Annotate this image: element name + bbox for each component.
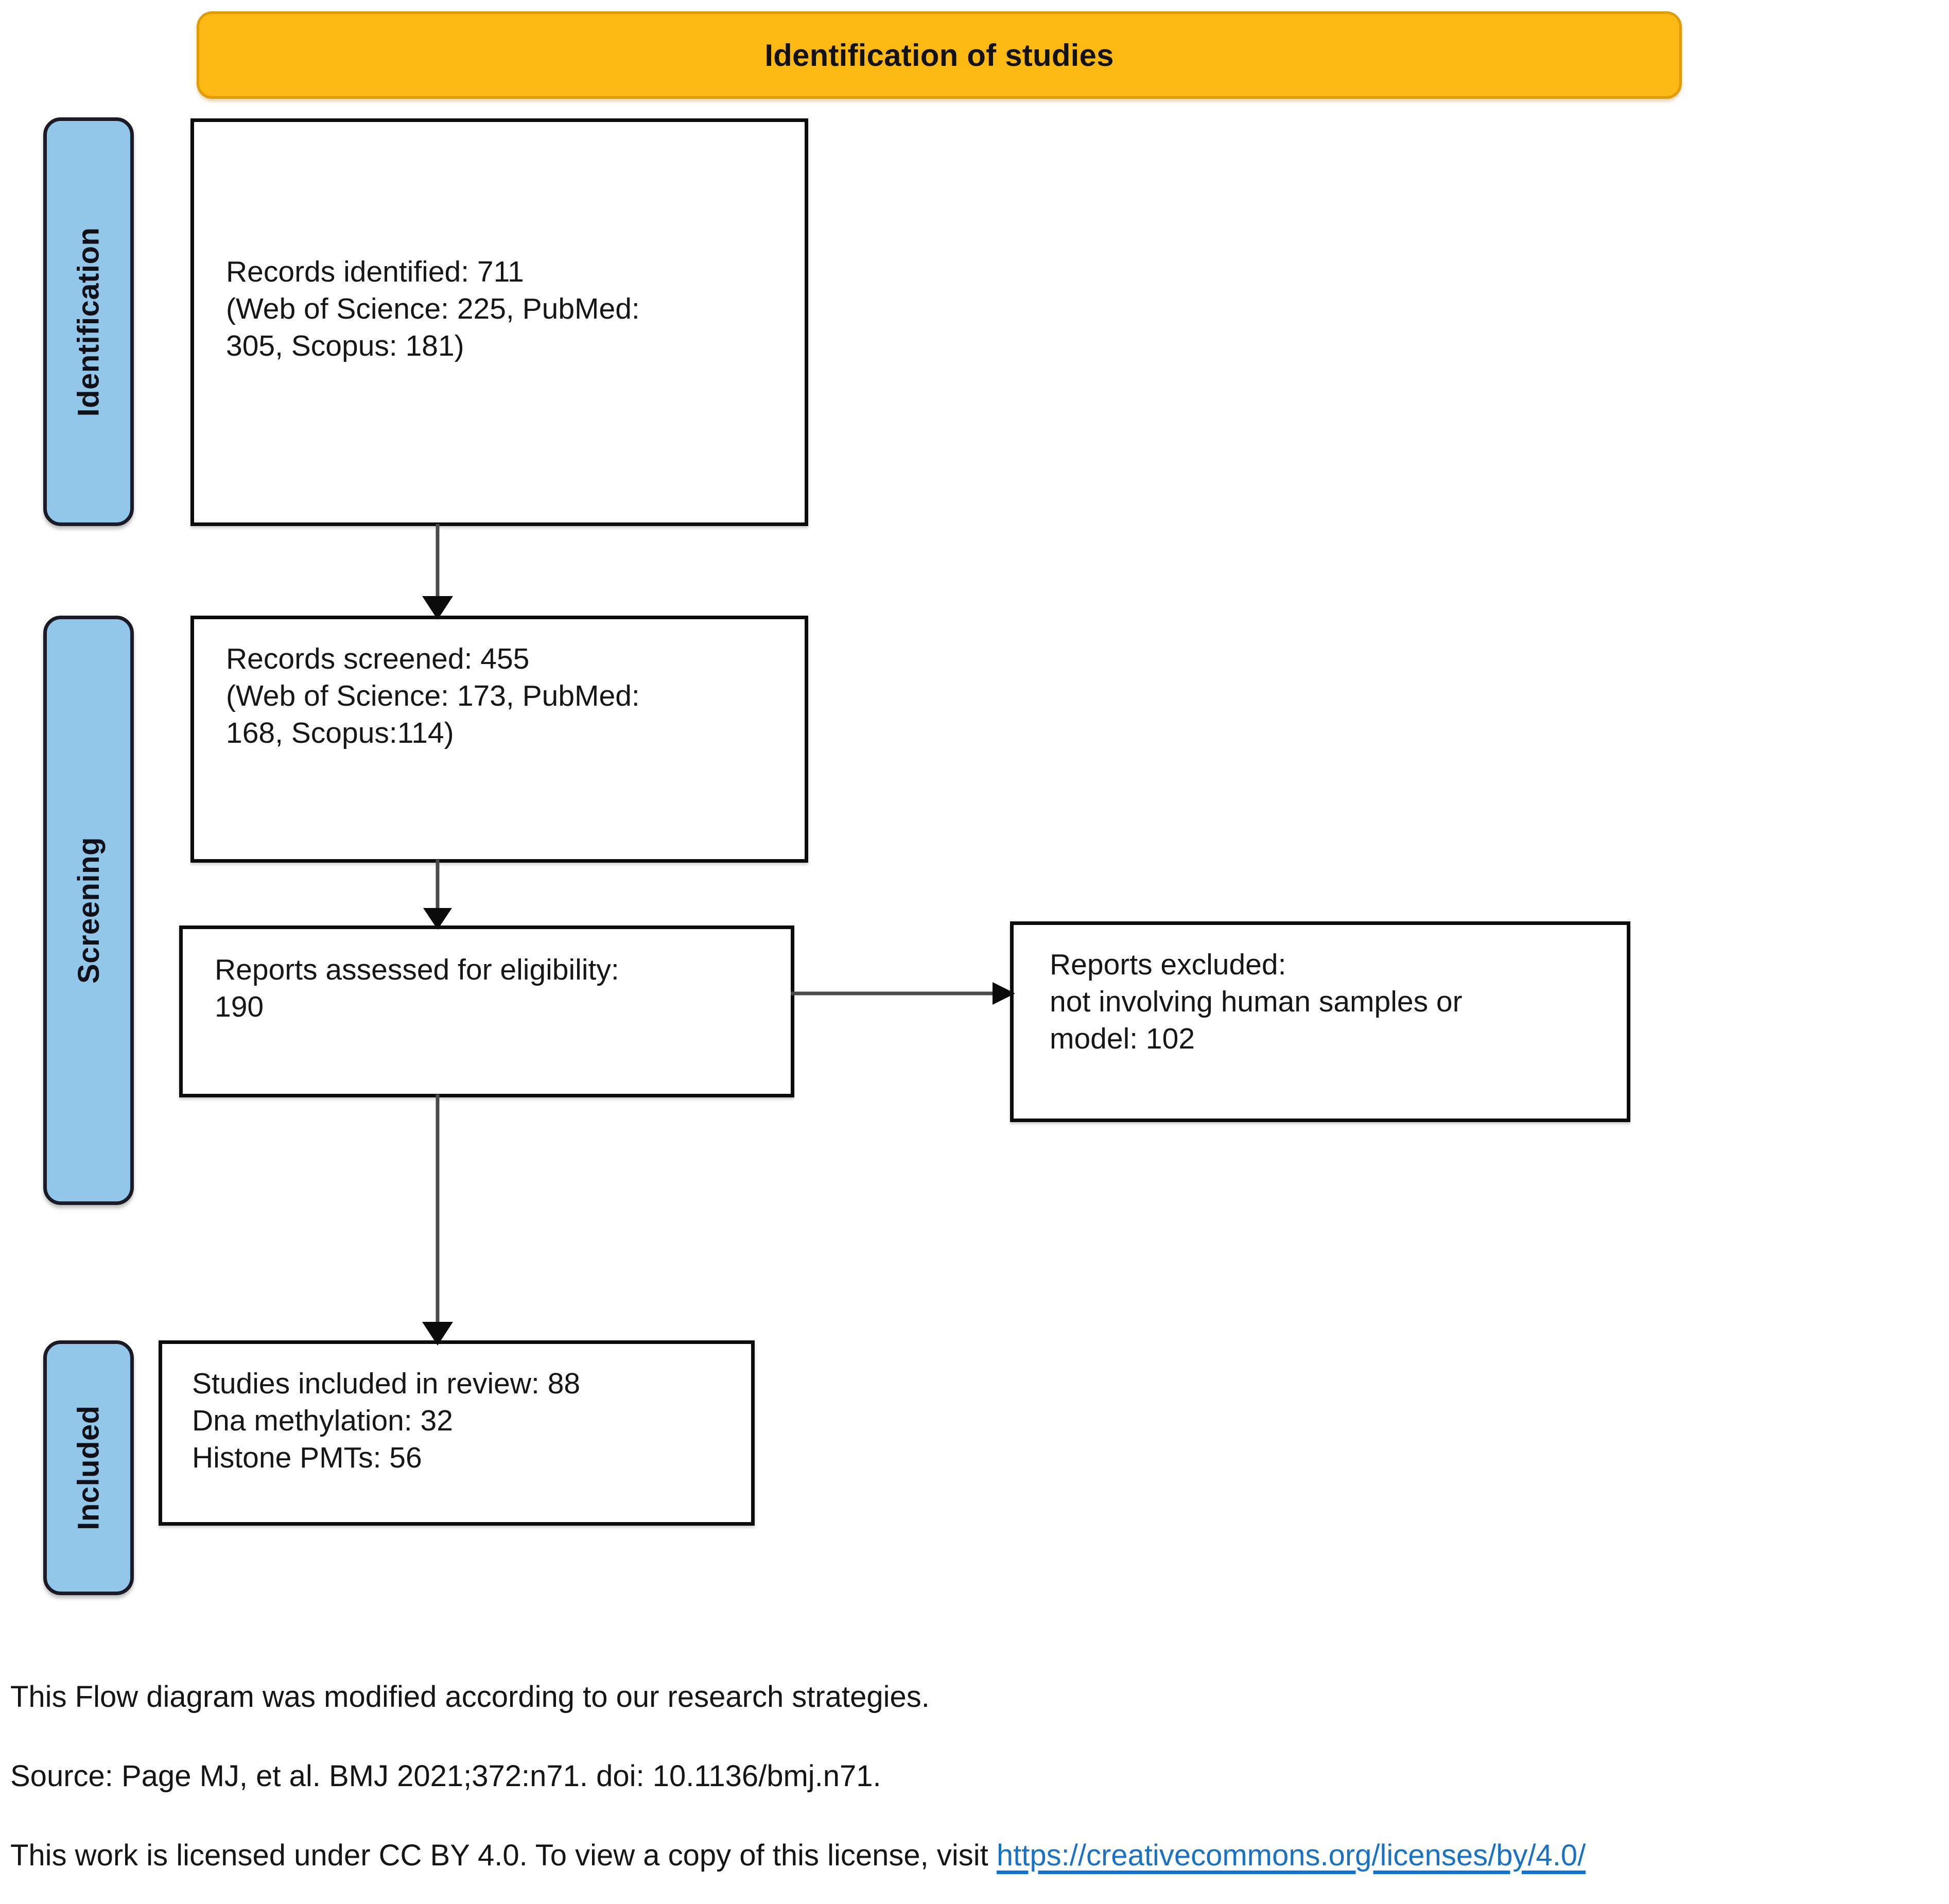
flow-box-reports-assessed-text: Reports assessed for eligibility: 190: [215, 953, 619, 1023]
stage-label-included: Included: [43, 1340, 134, 1595]
arrow-eligibility-to-included-icon: [422, 1094, 453, 1346]
footer-notes: This Flow diagram was modified according…: [10, 1682, 1946, 1871]
flow-box-studies-included: Studies included in review: 88 Dna methy…: [159, 1340, 755, 1526]
flow-box-records-identified-text: Records identified: 711 (Web of Science:…: [226, 255, 640, 362]
flow-box-records-screened-text: Records screened: 455 (Web of Science: 1…: [226, 642, 640, 749]
stage-label-identification: Identification: [43, 117, 134, 526]
stage-label-screening: Screening: [43, 616, 134, 1205]
flow-box-studies-included-text: Studies included in review: 88 Dna methy…: [192, 1367, 581, 1474]
page-title: Identification of studies: [764, 38, 1114, 73]
flow-box-records-identified: Records identified: 711 (Web of Science:…: [190, 118, 808, 526]
footer-note-license: This work is licensed under CC BY 4.0. T…: [10, 1841, 1946, 1871]
header-banner: Identification of studies: [197, 11, 1682, 99]
arrow-eligibility-to-excluded-icon: [791, 982, 1015, 1005]
footer-note-source: Source: Page MJ, et al. BMJ 2021;372:n71…: [10, 1759, 881, 1793]
creative-commons-license-link[interactable]: https://creativecommons.org/licenses/by/…: [996, 1839, 1586, 1872]
stage-label-included-text: Included: [72, 1405, 106, 1530]
arrow-screened-to-eligibility-icon: [423, 860, 452, 930]
flow-box-records-screened: Records screened: 455 (Web of Science: 1…: [190, 616, 808, 863]
flow-box-reports-excluded: Reports excluded: not involving human sa…: [1010, 921, 1630, 1122]
stage-label-screening-text: Screening: [72, 837, 106, 984]
footer-license-prefix: This work is licensed under CC BY 4.0. T…: [10, 1839, 997, 1872]
stage-label-identification-text: Identification: [72, 227, 106, 416]
flow-box-reports-excluded-text: Reports excluded: not involving human sa…: [1050, 948, 1463, 1055]
flow-box-reports-assessed: Reports assessed for eligibility: 190: [179, 925, 794, 1097]
arrow-identified-to-screened-icon: [422, 524, 453, 620]
footer-note-modified: This Flow diagram was modified according…: [10, 1680, 930, 1714]
